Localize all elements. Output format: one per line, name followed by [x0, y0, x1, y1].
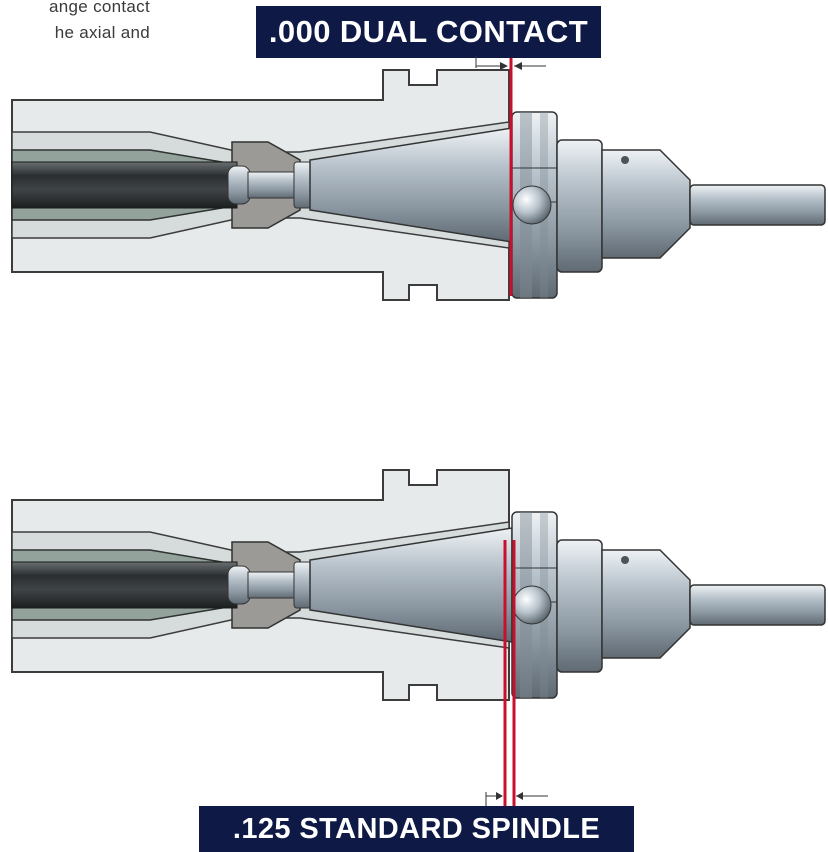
standard-spindle-assembly: [11, 469, 826, 701]
intro-line-1: ange contact: [49, 0, 150, 16]
intro-text-fragment: ange contact he axial and: [0, 0, 150, 46]
standard-spindle-label: .125 STANDARD SPINDLE: [199, 806, 634, 852]
dual-contact-label: .000 DUAL CONTACT: [256, 6, 601, 58]
dual-contact-assembly: [11, 56, 826, 301]
intro-line-2: he axial and: [54, 23, 150, 42]
standard-spindle-gap-markers: [485, 540, 548, 806]
